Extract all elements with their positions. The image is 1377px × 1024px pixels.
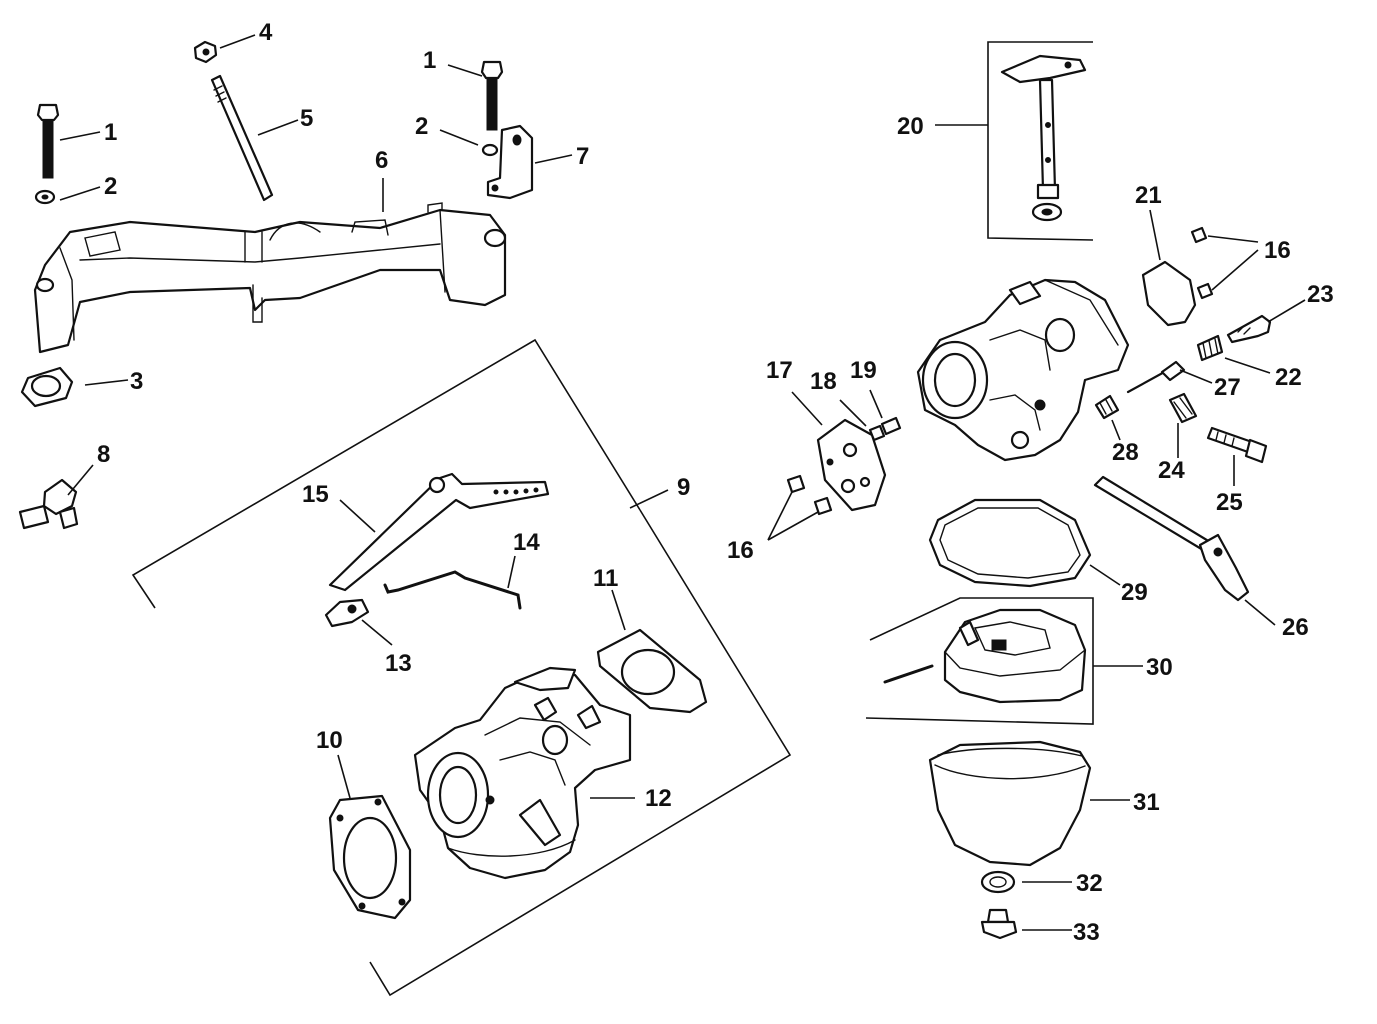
callout-22: 22	[1275, 364, 1302, 391]
callout-13: 13	[385, 650, 412, 677]
screw-16-top	[1190, 226, 1214, 300]
callout-25: 25	[1216, 489, 1243, 516]
callout-14: 14	[513, 529, 540, 556]
callout-27: 27	[1214, 374, 1241, 401]
callout-16-top: 16	[1264, 237, 1291, 264]
callout-1-right: 1	[423, 47, 436, 74]
cover-21	[1141, 260, 1197, 327]
callout-21: 21	[1135, 182, 1162, 209]
callout-31: 31	[1133, 789, 1160, 816]
callout-8: 8	[97, 441, 110, 468]
callout-28: 28	[1112, 439, 1139, 466]
throttle-lever-15	[328, 472, 550, 592]
float-30	[883, 608, 1087, 704]
bolt-1-left	[36, 103, 60, 179]
callout-6: 6	[375, 147, 388, 174]
diaphragm-17	[816, 418, 887, 512]
gasket-32	[980, 870, 1016, 894]
callout-1-left: 1	[104, 119, 117, 146]
choke-shaft-20	[1000, 54, 1087, 222]
frame-float	[865, 597, 1094, 725]
nut-4	[193, 40, 218, 64]
needle-27	[1126, 360, 1186, 394]
callout-23: 23	[1307, 281, 1334, 308]
callout-30: 30	[1146, 654, 1173, 681]
bolt-1-right	[480, 60, 504, 131]
callout-32: 32	[1076, 870, 1103, 897]
callout-19: 19	[850, 357, 877, 384]
callout-16-bottom: 16	[727, 537, 754, 564]
gasket-11	[596, 628, 708, 714]
callout-15: 15	[302, 481, 329, 508]
intake-manifold	[33, 202, 507, 354]
drain-plug-33	[980, 908, 1018, 940]
callout-5: 5	[300, 105, 313, 132]
callout-29: 29	[1121, 579, 1148, 606]
spring-22	[1196, 334, 1224, 362]
bowl-31	[928, 740, 1092, 867]
callout-18: 18	[810, 368, 837, 395]
callout-9: 9	[677, 474, 690, 501]
callout-4: 4	[259, 19, 273, 46]
callout-17: 17	[766, 357, 793, 384]
callout-12: 12	[645, 785, 672, 812]
leader-lines	[59, 34, 1306, 931]
needle-23	[1226, 314, 1272, 344]
callout-26: 26	[1282, 614, 1309, 641]
spring-24	[1168, 392, 1198, 424]
fitting-8	[18, 478, 79, 530]
washer-2-right	[481, 143, 499, 157]
callout-3: 3	[130, 368, 143, 395]
spring-18-19	[868, 416, 902, 442]
shaft-26	[1093, 475, 1250, 602]
callout-2-left: 2	[104, 173, 117, 200]
screw-16-bottom	[786, 474, 833, 516]
washer-2-left	[34, 189, 56, 205]
callout-20: 20	[897, 113, 924, 140]
carburetor-body	[916, 278, 1130, 462]
carburetor-12	[413, 666, 632, 880]
bracket-7	[486, 124, 534, 200]
callout-2-right: 2	[415, 113, 428, 140]
link-rod-14	[383, 570, 522, 610]
stud-5	[210, 74, 274, 202]
gasket-29	[928, 498, 1092, 588]
callout-10: 10	[316, 727, 343, 754]
spring-28	[1094, 394, 1120, 420]
gasket-3	[20, 366, 74, 408]
screw-25	[1206, 426, 1268, 464]
frame-carburetor-assembly	[131, 338, 792, 997]
clip-13	[324, 598, 370, 628]
callout-33: 33	[1073, 919, 1100, 946]
gasket-10	[328, 794, 412, 920]
callout-7: 7	[576, 143, 589, 170]
frame-choke-shaft	[987, 41, 1094, 241]
callout-11: 11	[593, 565, 618, 592]
callout-24: 24	[1158, 457, 1185, 484]
